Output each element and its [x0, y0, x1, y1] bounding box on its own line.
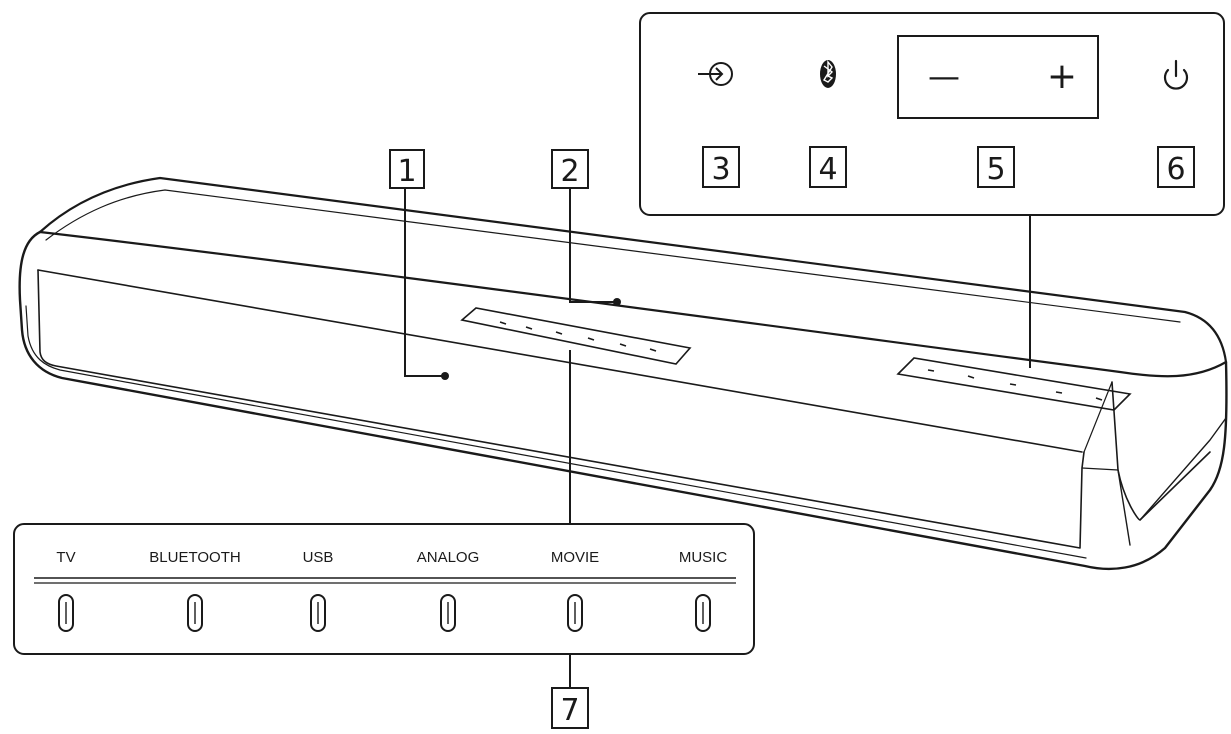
indicator-item: ANALOG — [417, 549, 480, 632]
indicator-item: TV — [56, 549, 76, 632]
volume-minus-icon: — — [928, 57, 960, 95]
callout-2: 2 — [551, 149, 589, 189]
top-control-panel — [639, 12, 1225, 216]
indicator-item: MOVIE — [551, 549, 599, 632]
svg-text:2: 2 — [560, 154, 579, 189]
soundbar-body — [18, 176, 1228, 571]
svg-text:3: 3 — [711, 152, 730, 187]
volume-plus-icon: + — [1047, 56, 1077, 97]
indicator-label: USB — [303, 549, 334, 566]
indicator-item: USB — [303, 549, 334, 632]
volume-button-group — [897, 35, 1099, 119]
indicator-strip — [460, 307, 692, 365]
svg-text:6: 6 — [1166, 152, 1185, 187]
svg-text:4: 4 — [818, 152, 837, 187]
indicator-label: TV — [56, 549, 75, 566]
svg-text:5: 5 — [986, 152, 1005, 187]
power-icon — [1163, 59, 1189, 90]
callout-7: 7 — [551, 687, 589, 729]
indicator-label: MOVIE — [551, 549, 599, 566]
callout-4: 4 — [809, 146, 847, 188]
control-strip — [896, 357, 1132, 411]
indicator-items: TV BLUETOOTH USB ANALOG MOVIE MUSIC — [56, 549, 728, 632]
callout-6: 6 — [1157, 146, 1195, 188]
indicator-label: BLUETOOTH — [149, 549, 240, 566]
callout-1: 1 — [389, 149, 425, 189]
input-icon — [698, 62, 733, 86]
callout-3: 3 — [702, 146, 740, 188]
indicator-panel — [13, 523, 755, 655]
indicator-label: MUSIC — [679, 549, 728, 566]
indicator-item: BLUETOOTH — [149, 549, 241, 632]
svg-text:7: 7 — [560, 693, 579, 728]
indicator-item: MUSIC — [679, 549, 728, 632]
svg-text:1: 1 — [397, 154, 416, 189]
bluetooth-icon — [820, 60, 836, 88]
indicator-label: ANALOG — [417, 549, 480, 566]
callout-5: 5 — [977, 146, 1015, 188]
